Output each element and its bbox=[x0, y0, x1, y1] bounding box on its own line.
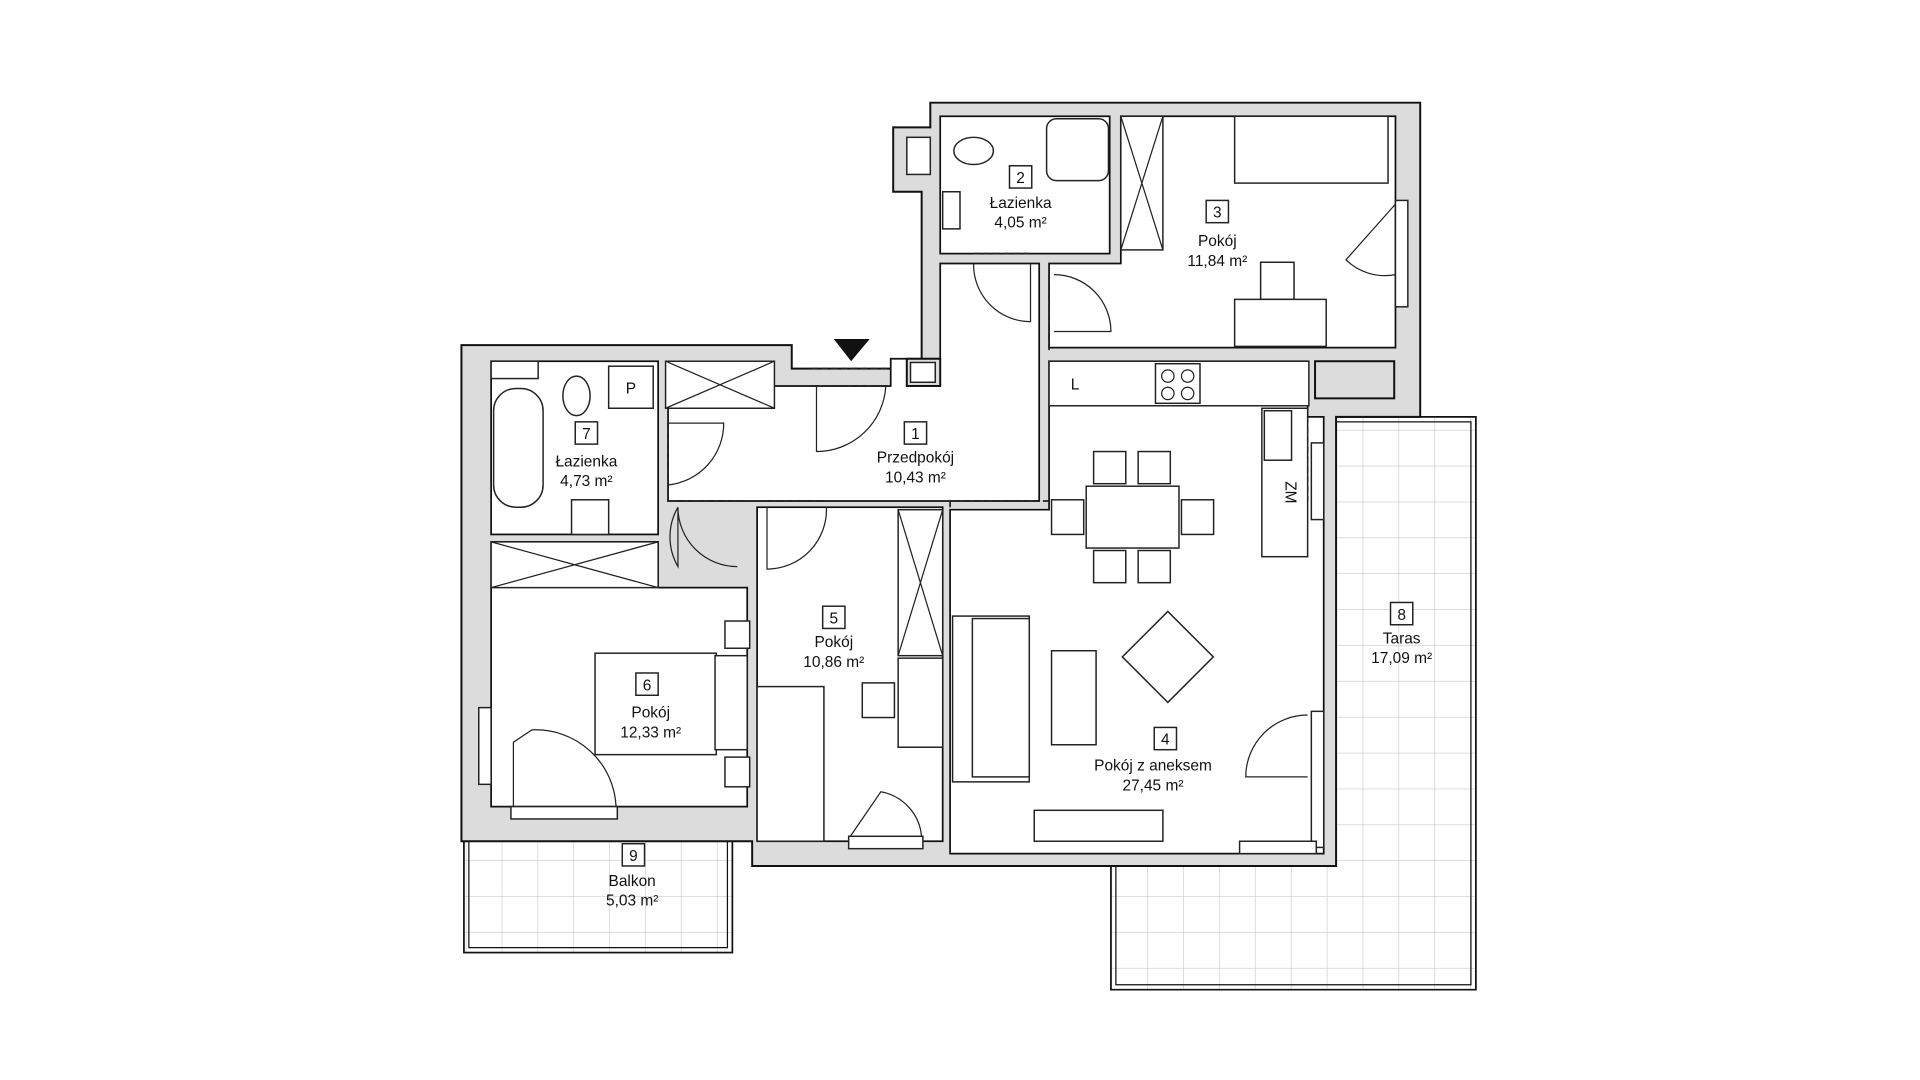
svg-text:Pokój: Pokój bbox=[1198, 233, 1237, 250]
svg-text:Przedpokój: Przedpokój bbox=[877, 450, 954, 467]
svg-text:6: 6 bbox=[643, 677, 652, 694]
svg-text:Pokój: Pokój bbox=[814, 634, 853, 651]
svg-text:Balkon: Balkon bbox=[609, 873, 656, 890]
svg-text:27,45 m²: 27,45 m² bbox=[1122, 778, 1183, 795]
room-label-4: 4 Pokój z aneksem 27,45 m² bbox=[1094, 726, 1212, 795]
entrance-triangle-icon bbox=[833, 338, 870, 362]
svg-text:2: 2 bbox=[1016, 170, 1025, 187]
svg-text:Pokój z aneksem: Pokój z aneksem bbox=[1094, 758, 1212, 775]
svg-text:Łazienka: Łazienka bbox=[555, 453, 617, 470]
room-label-8: 8 Taras 17,09 m² bbox=[1371, 601, 1432, 667]
balcony bbox=[463, 830, 734, 954]
svg-text:Pokój: Pokój bbox=[631, 705, 670, 722]
svg-text:3: 3 bbox=[1213, 205, 1222, 222]
room-label-7: 7 Łazienka 4,73 m² bbox=[555, 421, 618, 490]
svg-text:11,84 m²: 11,84 m² bbox=[1187, 253, 1247, 270]
room-label-2: 2 Łazienka 4,05 m² bbox=[990, 165, 1052, 232]
svg-text:Łazienka: Łazienka bbox=[990, 195, 1052, 212]
svg-text:5,03 m²: 5,03 m² bbox=[606, 893, 658, 910]
boiler-label: P bbox=[626, 380, 636, 397]
svg-text:10,43 m²: 10,43 m² bbox=[885, 469, 946, 486]
svg-text:1: 1 bbox=[911, 426, 920, 443]
svg-text:Taras: Taras bbox=[1383, 630, 1421, 647]
svg-text:12,33 m²: 12,33 m² bbox=[620, 724, 681, 741]
room-label-5: 5 Pokój 10,86 m² bbox=[803, 605, 864, 671]
svg-text:9: 9 bbox=[629, 848, 638, 865]
furniture bbox=[490, 115, 1389, 842]
room-label-9: 9 Balkon 5,03 m² bbox=[606, 842, 658, 910]
svg-text:8: 8 bbox=[1397, 607, 1406, 624]
svg-text:4: 4 bbox=[1161, 732, 1170, 749]
svg-text:7: 7 bbox=[582, 426, 591, 443]
svg-text:5: 5 bbox=[830, 611, 839, 628]
room-label-1: 1 Przedpokój 10,43 m² bbox=[877, 421, 954, 486]
dishwasher-label: ZM bbox=[1281, 481, 1298, 503]
svg-text:4,73 m²: 4,73 m² bbox=[560, 473, 612, 490]
svg-text:10,86 m²: 10,86 m² bbox=[803, 654, 864, 671]
fridge-label: L bbox=[1071, 377, 1080, 394]
room-label-3: 3 Pokój 11,84 m² bbox=[1187, 199, 1247, 270]
room-label-6: 6 Pokój 12,33 m² bbox=[620, 672, 681, 741]
svg-text:17,09 m²: 17,09 m² bbox=[1371, 650, 1432, 667]
svg-text:4,05 m²: 4,05 m² bbox=[994, 215, 1046, 232]
